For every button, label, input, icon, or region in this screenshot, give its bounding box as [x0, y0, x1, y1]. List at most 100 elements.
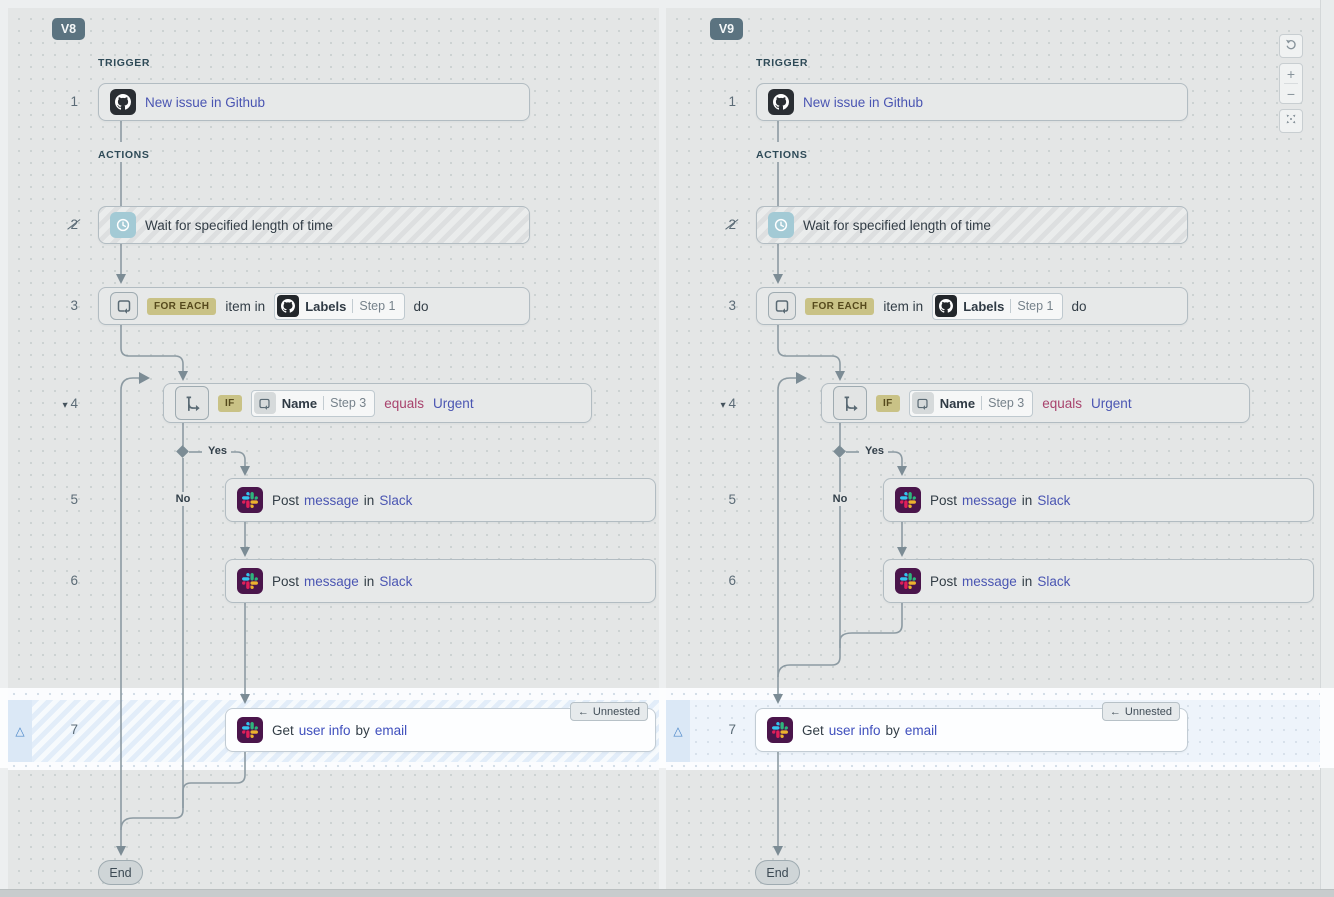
slack-icon [895, 487, 921, 513]
zoom-out-button[interactable]: − [1286, 85, 1296, 102]
variable-step-ref: Step 3 [330, 396, 367, 410]
connector-wires-v8 [116, 121, 250, 856]
unnested-badge: ← Unnested [1101, 702, 1180, 721]
for-each-keyword-badge: FOR EACH [805, 297, 875, 315]
step-number-1: 1 [70, 94, 78, 109]
step-number-3: 3 [70, 298, 78, 313]
condition-value: Urgent [1091, 395, 1132, 411]
right-scroll-strip[interactable] [1320, 0, 1334, 889]
step-link-text: message [304, 492, 359, 508]
step-text: item in [883, 298, 924, 314]
variable-name: Labels [305, 298, 347, 314]
github-icon [768, 89, 794, 115]
fit-view-button[interactable] [1279, 109, 1303, 133]
branch-label-no: No [826, 492, 854, 506]
step-card-for-each[interactable]: FOR EACH item in Labels Step 1 do [98, 287, 530, 325]
step-text: Post [272, 573, 300, 589]
step-card-if-condition[interactable]: IF Name Step 3 equals Urgent [163, 383, 592, 423]
step-text: by [885, 722, 900, 738]
step-link-text: email [904, 722, 938, 738]
step-title: Wait for specified length of time [803, 217, 991, 233]
step-number-6: 6 [728, 573, 736, 588]
zoom-in-button[interactable]: + [1286, 65, 1296, 82]
if-keyword-badge: IF [218, 394, 242, 412]
step-link-text: Slack [379, 573, 413, 589]
clock-icon [768, 212, 794, 238]
variable-name: Labels [963, 298, 1005, 314]
left-arrow-icon: ← [577, 705, 589, 718]
slack-icon [767, 717, 793, 743]
variable-pill-labels[interactable]: Labels Step 1 [932, 292, 1063, 320]
step-link-text: Slack [1037, 573, 1071, 589]
step-text: Post [272, 492, 300, 508]
branch-label-no: No [169, 492, 197, 506]
trigger-section-label: TRIGGER [98, 57, 151, 69]
change-gutter-v9: △ [666, 700, 690, 762]
step-link-text: user info [298, 722, 351, 738]
collapse-caret-icon[interactable]: ▾ [720, 400, 726, 411]
panel-v9: △ V9 TRIGGER ACTIONS 1 2 3 ▾4 5 6 7 [666, 8, 1320, 889]
step-link-text: user info [828, 722, 881, 738]
step-link-text: message [962, 573, 1017, 589]
step-title: Wait for specified length of time [145, 217, 333, 233]
step-number-4[interactable]: ▾4 [720, 396, 736, 411]
loop-icon [768, 292, 796, 320]
if-keyword-badge: IF [876, 394, 900, 412]
collapse-caret-icon[interactable]: ▾ [62, 400, 68, 411]
loop-icon [253, 392, 276, 414]
variable-pill-labels[interactable]: Labels Step 1 [274, 292, 405, 320]
reset-view-button[interactable] [1279, 34, 1303, 58]
condition-operator: equals [384, 395, 425, 411]
step-number-1: 1 [728, 94, 736, 109]
loop-icon [110, 292, 138, 320]
step-number-2: 2 [70, 217, 78, 232]
branch-label-yes: Yes [204, 444, 231, 458]
condition-value: Urgent [433, 395, 474, 411]
loop-icon [911, 392, 934, 414]
slack-icon [895, 568, 921, 594]
step-number-3: 3 [728, 298, 736, 313]
step-card-trigger-github[interactable]: New issue in Github [756, 83, 1188, 121]
clock-icon [110, 212, 136, 238]
for-each-keyword-badge: FOR EACH [147, 297, 217, 315]
version-badge-v9[interactable]: V9 [710, 18, 743, 40]
step-link-text: Slack [1037, 492, 1071, 508]
step-text: in [1021, 492, 1033, 508]
step-text: do [413, 298, 429, 314]
step-text: Post [930, 573, 958, 589]
step-card-for-each[interactable]: FOR EACH item in Labels Step 1 do [756, 287, 1188, 325]
step-number-4[interactable]: ▾4 [62, 396, 78, 411]
variable-pill-name[interactable]: Name Step 3 [908, 389, 1034, 417]
step-number-7: 7 [70, 722, 78, 737]
control-divider [1284, 83, 1298, 84]
variable-pill-name[interactable]: Name Step 3 [250, 389, 376, 417]
condition-operator: equals [1042, 395, 1083, 411]
step-title: New issue in Github [145, 94, 266, 110]
connector-wires-v9 [773, 121, 907, 856]
version-badge-v8[interactable]: V8 [52, 18, 85, 40]
step-card-if-condition[interactable]: IF Name Step 3 equals Urgent [821, 383, 1250, 423]
pill-divider [1010, 299, 1012, 313]
step-card-trigger-github[interactable]: New issue in Github [98, 83, 530, 121]
end-node: End [98, 860, 143, 885]
step-text: Post [930, 492, 958, 508]
step-card-wait-disabled[interactable]: Wait for specified length of time [756, 206, 1188, 244]
canvas-controls: + − [1279, 34, 1305, 133]
branch-label-yes: Yes [861, 444, 888, 458]
branch-icon [833, 386, 867, 420]
unnested-badge: ← Unnested [569, 702, 648, 721]
trigger-section-label: TRIGGER [756, 57, 809, 69]
step-link-text: message [304, 573, 359, 589]
step-card-wait-disabled[interactable]: Wait for specified length of time [98, 206, 530, 244]
step-text: by [355, 722, 370, 738]
step-number-6: 6 [70, 573, 78, 588]
variable-step-ref: Step 1 [1017, 299, 1054, 313]
variable-name: Name [939, 395, 976, 411]
variable-step-ref: Step 3 [988, 396, 1025, 410]
